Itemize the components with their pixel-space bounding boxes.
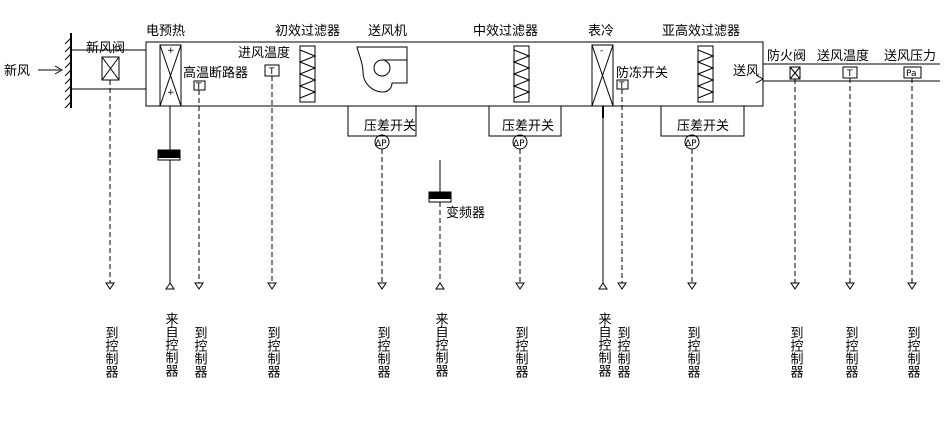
fresh-air-inlet: 新风 [4, 33, 72, 109]
svg-text:+: + [167, 46, 175, 56]
fresh-air-damper-label: 新风阀 [86, 40, 125, 56]
to-controller-label: 到控制器 [375, 326, 391, 379]
pressure-switch-label: 压差开关 [677, 119, 729, 134]
pressure-switch-label: 压差开关 [502, 119, 554, 134]
controller-labels: 到控制器 来自控制器 到控制器 到控制器 到控制器 来自控制器 到控制器 来自控… [103, 312, 921, 379]
supply-pressure: 送风压力 Pa [884, 49, 936, 79]
temp-sensor-icon: T [846, 69, 853, 79]
to-controller-label: 到控制器 [685, 326, 701, 379]
svg-text:-: - [600, 46, 603, 56]
supply-air-label: 送风 [733, 64, 759, 79]
surface-cooler-label: 表冷 [588, 24, 614, 39]
to-controller-label: 到控制器 [192, 326, 208, 379]
pressure-switch-label: 压差开关 [364, 119, 416, 134]
antifreeze-switch: 防冻开关 T [616, 65, 668, 91]
supply-duct [71, 41, 940, 107]
temp-sensor-icon: T [618, 81, 625, 91]
preheat-actuator [157, 106, 181, 161]
fire-damper: 防火阀 [767, 48, 806, 80]
signal-lines [105, 76, 917, 290]
inlet-temp-label: 进风温度 [238, 45, 290, 61]
to-controller-label: 到控制器 [615, 326, 631, 379]
sub-hepa-filter: 亚高效过滤器 [662, 23, 740, 103]
high-temp-breaker: 高温断路器 T [183, 65, 248, 92]
supply-pressure-label: 送风压力 [884, 49, 936, 64]
from-controller-label: 来自控制器 [596, 312, 612, 378]
vfd: 变频器 [428, 160, 485, 221]
to-controller-label: 到控制器 [103, 326, 119, 379]
primary-filter: 初效过滤器 [275, 24, 340, 103]
pressure-switch-sub-hepa: 压差开关 ΔP [660, 106, 745, 150]
sub-hepa-filter-label: 亚高效过滤器 [662, 23, 740, 39]
delta-p-icon: ΔP [685, 139, 697, 149]
pressure-switch-fan: 压差开关 ΔP [347, 106, 417, 150]
svg-text:+: + [167, 88, 175, 98]
antifreeze-switch-label: 防冻开关 [616, 65, 668, 81]
supply-fan-label: 送风机 [368, 24, 407, 39]
to-controller-label: 到控制器 [843, 326, 859, 379]
fresh-air-label: 新风 [4, 63, 30, 79]
surface-cooler: 表冷 - [588, 24, 614, 107]
from-controller-label: 来自控制器 [433, 312, 449, 378]
high-temp-breaker-label: 高温断路器 [183, 65, 248, 81]
to-controller-label: 到控制器 [905, 326, 921, 379]
fresh-air-damper: 新风阀 [86, 40, 125, 81]
temp-sensor-icon: T [268, 67, 275, 77]
pressure-switch-medium: 压差开关 ΔP [488, 106, 562, 150]
medium-filter: 中效过滤器 [473, 24, 538, 103]
delta-p-icon: ΔP [513, 139, 525, 149]
vfd-label: 变频器 [446, 205, 485, 221]
to-controller-label: 到控制器 [265, 326, 281, 379]
supply-fan: 送风机 [356, 24, 408, 93]
electric-preheater: 电预热 + + [146, 24, 185, 107]
primary-filter-label: 初效过滤器 [275, 24, 340, 39]
fire-damper-label: 防火阀 [767, 48, 806, 64]
temp-sensor-icon: T [195, 82, 202, 92]
supply-temp-label: 送风温度 [817, 48, 869, 64]
to-controller-label: 到控制器 [788, 326, 804, 379]
delta-p-icon: ΔP [375, 139, 387, 149]
pressure-sensor-icon: Pa [906, 69, 917, 79]
from-controller-label: 来自控制器 [163, 312, 179, 378]
to-controller-label: 到控制器 [513, 326, 529, 379]
medium-filter-label: 中效过滤器 [473, 24, 538, 39]
supply-temperature: 送风温度 T [817, 48, 869, 79]
electric-preheat-label: 电预热 [146, 24, 185, 39]
